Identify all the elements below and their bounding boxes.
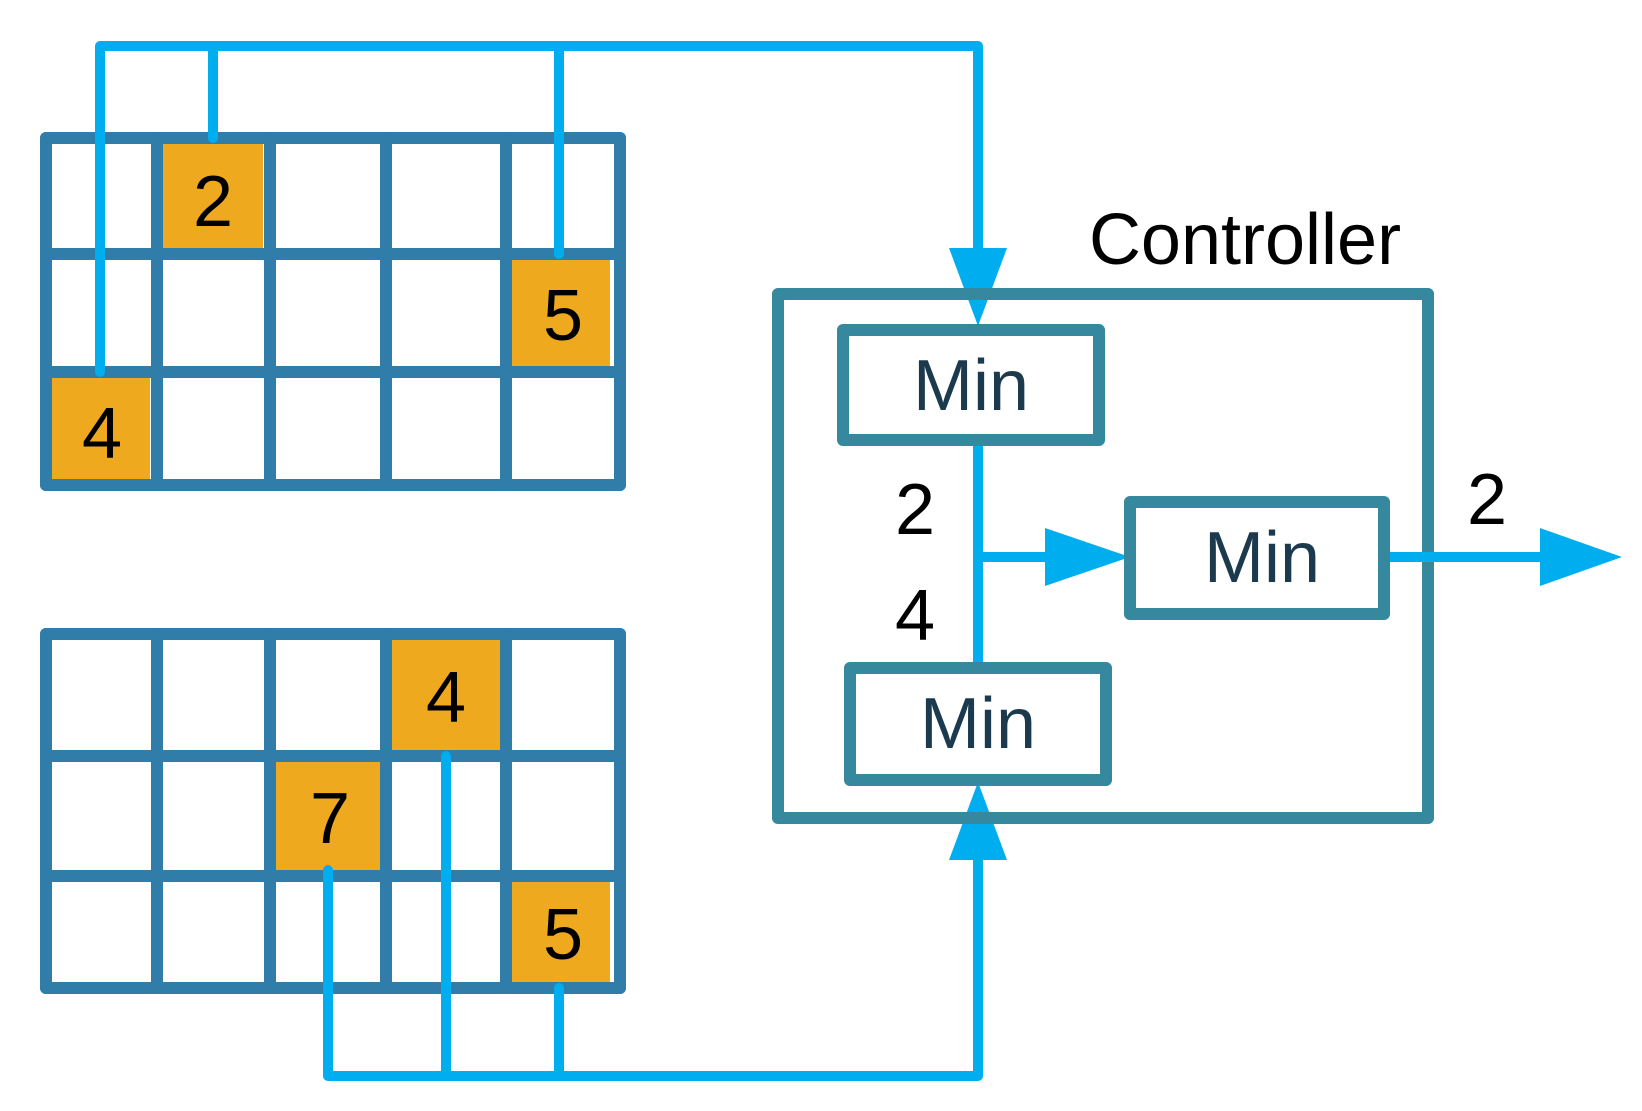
output-value: 2 xyxy=(1467,460,1507,540)
min-top-label: Min xyxy=(913,346,1029,426)
min-bottom-label: Min xyxy=(920,684,1036,764)
grid-top-label-4: 4 xyxy=(82,394,122,474)
grid-top-cell-1-4 xyxy=(512,260,610,370)
grid-top-cell-2-0 xyxy=(46,372,150,485)
controller-title: Controller xyxy=(1089,200,1401,280)
merge-arrowhead xyxy=(1045,528,1130,586)
grid-bottom-label-4: 4 xyxy=(426,658,466,738)
top-wires xyxy=(95,41,983,377)
top-grid: 2 5 4 xyxy=(40,132,626,491)
output-arrowhead xyxy=(1540,528,1622,586)
grid-top-lines xyxy=(40,132,626,491)
intermediate-value-bottom: 4 xyxy=(895,576,935,656)
grid-bottom-cell-0-3 xyxy=(392,640,500,750)
grid-top-label-2: 2 xyxy=(193,162,233,242)
grid-bottom-cell-2-4 xyxy=(512,882,610,992)
min-top-box xyxy=(837,324,1105,446)
min-final-box xyxy=(1124,496,1390,620)
grid-bottom-label-7: 7 xyxy=(310,779,350,859)
grid-bottom-label-5: 5 xyxy=(543,895,583,975)
top-arrowhead xyxy=(949,248,1007,326)
grid-top-cell-0-1 xyxy=(163,138,263,248)
intermediate-value-top: 2 xyxy=(895,470,935,550)
grid-bottom-cell-1-2 xyxy=(276,762,380,870)
bottom-wires xyxy=(323,751,983,1081)
min-final-label: Min xyxy=(1204,518,1320,598)
grid-top-label-5: 5 xyxy=(543,276,583,356)
min-bottom-box xyxy=(844,662,1112,786)
